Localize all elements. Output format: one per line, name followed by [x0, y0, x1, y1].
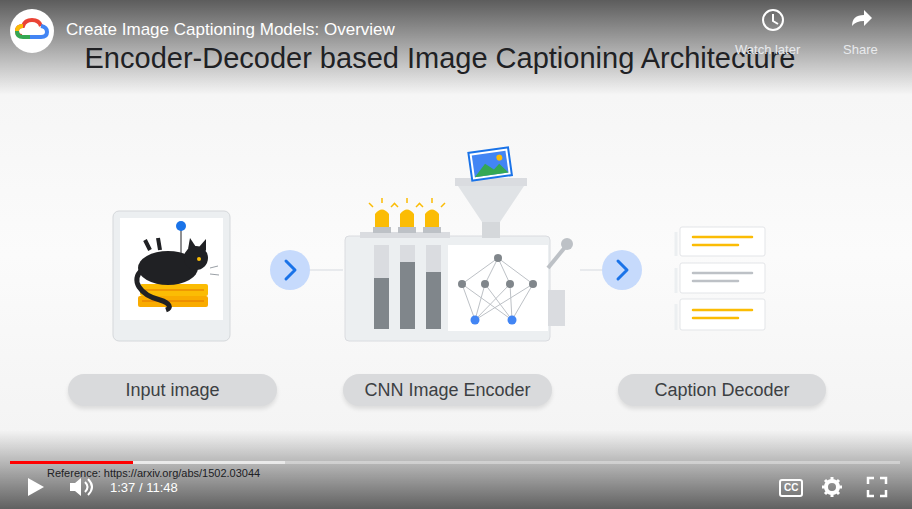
watch-later-label: Watch later: [735, 42, 800, 57]
reference-note: Reference: https://arxiv.org/abs/1502.03…: [47, 467, 260, 479]
flow-arrow: [270, 250, 343, 290]
video-title: Create Image Captioning Models: Overview: [66, 20, 395, 40]
arrow-badge: [270, 250, 310, 290]
stage-label-pill: Caption Decoder: [618, 374, 826, 406]
arrow-chevron: [618, 261, 627, 279]
stage-label: CNN Image Encoder: [364, 380, 530, 401]
stage-column: Input image: [68, 200, 277, 408]
flow-arrow: [580, 250, 642, 290]
input-image-figure: [113, 211, 230, 341]
stage-column: Caption Decoder: [618, 220, 826, 408]
caption-cards-figure: [676, 227, 765, 330]
captions-button: CC: [779, 479, 803, 497]
stage-label: Caption Decoder: [654, 380, 789, 401]
stage-label: Input image: [125, 380, 219, 401]
encoder-machine-figure: [345, 147, 573, 341]
arrow-badge: [602, 250, 642, 290]
player-chrome: [10, 9, 900, 497]
stage-label-pill: Input image: [68, 374, 277, 406]
arrow-chevron: [286, 261, 295, 279]
stage-column: CNN Image Encoder: [343, 145, 580, 408]
share-label: Share: [843, 42, 878, 57]
stage-label-pill: CNN Image Encoder: [343, 374, 552, 406]
time-display: 1:37 / 11:48: [110, 480, 178, 495]
